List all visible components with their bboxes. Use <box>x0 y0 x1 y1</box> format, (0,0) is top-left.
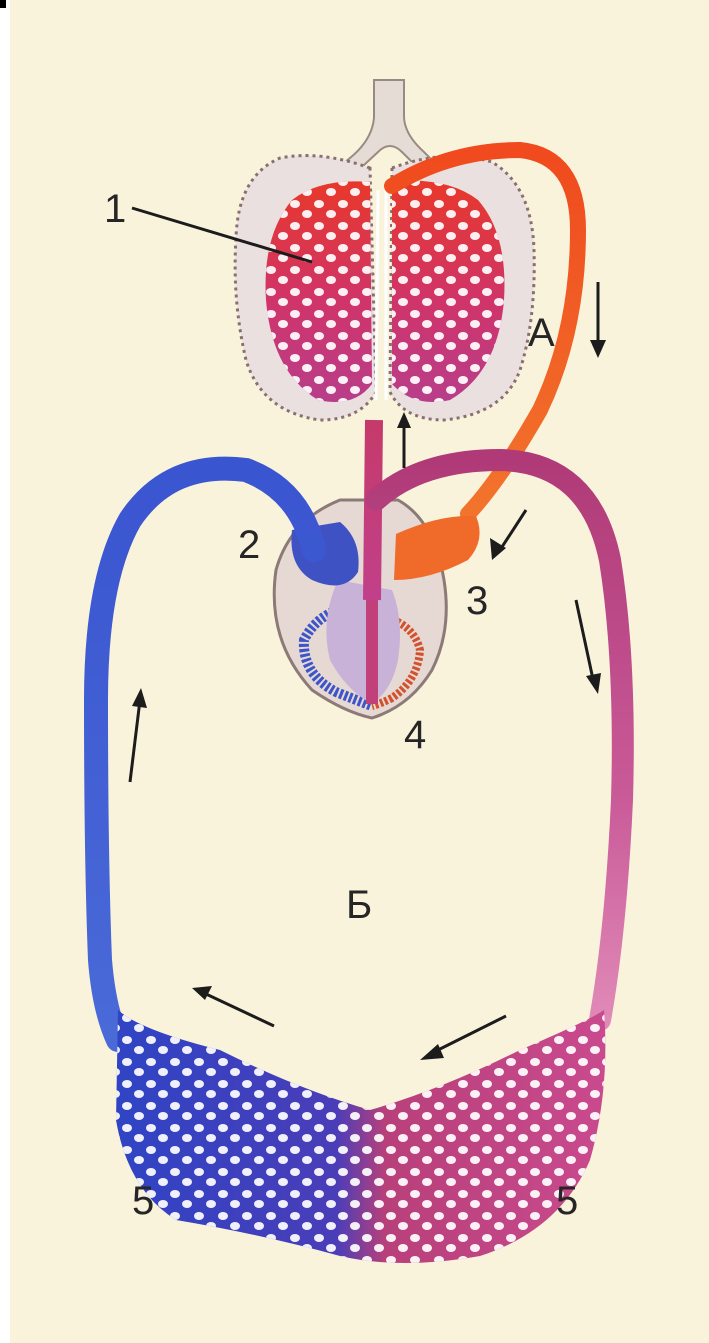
label-4: 4 <box>404 713 426 757</box>
label-a: А <box>528 311 555 355</box>
label-b: Б <box>346 883 372 927</box>
label-2: 2 <box>238 523 260 567</box>
lungs <box>235 156 534 420</box>
label-5-right: 5 <box>556 1179 578 1223</box>
label-3: 3 <box>466 579 488 623</box>
label-1: 1 <box>104 187 126 231</box>
left-border <box>0 0 10 1343</box>
corner-mark <box>0 0 6 8</box>
label-5-left: 5 <box>132 1179 154 1223</box>
